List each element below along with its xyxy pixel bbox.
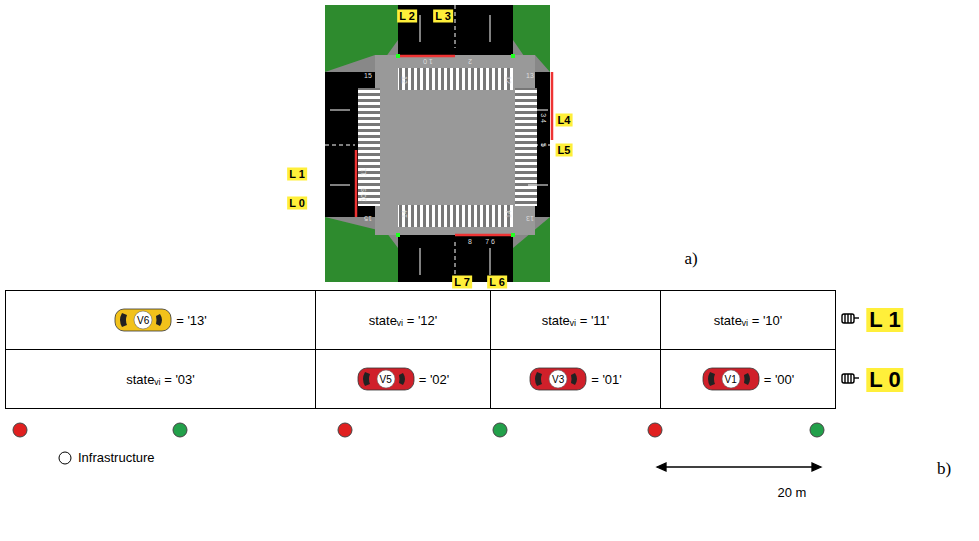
panel-tag: b) xyxy=(937,460,951,477)
lane-cell: V3 = '01' xyxy=(491,350,660,408)
lane-label: L 1 xyxy=(866,308,903,332)
panel-tag: a) xyxy=(684,250,697,267)
lane-label: L 6 xyxy=(487,276,507,289)
road-number: 11 xyxy=(360,168,367,175)
road-number: 7 6 xyxy=(485,238,495,245)
vehicle-id: V6 xyxy=(137,315,149,326)
lane-cell: V1 = '00' xyxy=(661,350,835,408)
road-number: 12 xyxy=(401,76,408,84)
state-label: stateᵥᵢ = '12' xyxy=(369,313,438,328)
dimension-arrow xyxy=(657,463,821,471)
road-number: 15 xyxy=(364,215,372,222)
state-label: stateᵥᵢ = '03' xyxy=(126,372,195,387)
lane-label: L 1 xyxy=(287,168,307,181)
lane-cell: V5 = '02' xyxy=(316,350,490,408)
vehicle: V1 xyxy=(702,366,760,392)
vehicle: V6 xyxy=(114,307,172,333)
vehicle-id: V1 xyxy=(725,374,737,385)
crosswalk xyxy=(358,88,380,206)
lane-cell: stateᵥᵢ = '10' xyxy=(661,291,835,349)
road-number: 5 xyxy=(540,143,547,147)
road-number: 15 xyxy=(364,72,372,79)
legend-symbol xyxy=(59,452,71,464)
lane-arrows xyxy=(325,5,550,282)
state-label: = '00' xyxy=(764,372,795,387)
state-label: = '01' xyxy=(591,372,622,387)
signals xyxy=(396,54,515,237)
road-number: 14 xyxy=(401,210,408,218)
crosswalk xyxy=(398,205,513,227)
road-number: 2 xyxy=(468,58,472,65)
vehicle: V3 xyxy=(529,366,587,392)
crosswalk xyxy=(398,68,513,90)
road-number: 10 9 xyxy=(360,188,367,202)
state-label: = '13' xyxy=(176,313,207,328)
lane-cell: V6 = '13' xyxy=(6,291,315,349)
road-number: 14 xyxy=(505,210,512,218)
lane-label: L4 xyxy=(556,114,573,127)
state-label: = '02' xyxy=(419,372,450,387)
junction xyxy=(375,55,535,235)
road-number: 1 0 xyxy=(423,58,433,65)
lane-grid xyxy=(5,290,836,409)
dimension-label: 20 m xyxy=(778,486,807,499)
lane-label: L 2 xyxy=(397,10,417,23)
lane-cell: stateᵥᵢ = '12' xyxy=(316,291,490,349)
lane-label: L 0 xyxy=(287,197,307,210)
state-label: stateᵥᵢ = '10' xyxy=(714,313,783,328)
crosswalk xyxy=(515,88,537,206)
road-number: 13 xyxy=(526,72,534,79)
lane-cell: stateᵥᵢ = '03' xyxy=(6,350,315,408)
traffic-light-icon xyxy=(842,314,859,383)
road-number: 13 xyxy=(526,215,534,222)
lane-label: L 7 xyxy=(452,276,472,289)
vehicle-id: V5 xyxy=(380,374,392,385)
lane-cell: stateᵥᵢ = '11' xyxy=(491,291,660,349)
road-number: 8 xyxy=(468,238,472,245)
vehicle-id: V3 xyxy=(552,374,564,385)
road-number: 12 xyxy=(505,76,512,84)
road-number: 3 4 xyxy=(540,113,547,123)
vehicle: V5 xyxy=(357,366,415,392)
lane-label: L5 xyxy=(556,144,573,157)
stop-lines xyxy=(356,56,552,235)
lane-label: L 3 xyxy=(433,10,453,23)
infrastructure-nodes xyxy=(13,423,824,437)
legend-text: Infrastructure xyxy=(78,451,155,464)
grass xyxy=(325,5,550,282)
lane-label: L 0 xyxy=(866,368,903,392)
state-label: stateᵥᵢ = '11' xyxy=(542,313,610,328)
